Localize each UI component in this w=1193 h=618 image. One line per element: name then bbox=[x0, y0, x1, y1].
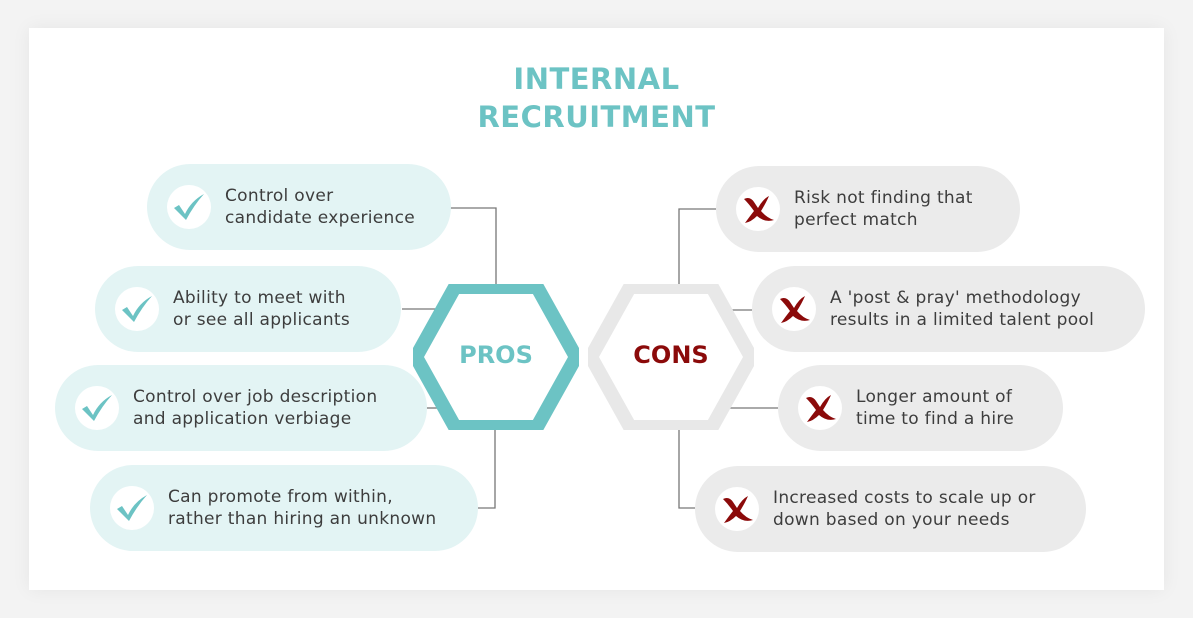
pro-item-text: Can promote from within, rather than hir… bbox=[168, 487, 437, 529]
connector-pro-1 bbox=[450, 207, 497, 286]
pro-item-text: Ability to meet with or see all applican… bbox=[173, 288, 351, 330]
title-line-1: INTERNAL bbox=[513, 62, 680, 96]
checkmark-icon bbox=[75, 386, 119, 430]
checkmark-icon bbox=[167, 185, 211, 229]
x-mark-icon bbox=[715, 487, 759, 531]
con-item: Risk not finding that perfect match bbox=[716, 166, 1020, 252]
con-item-text: Risk not finding that perfect match bbox=[794, 188, 973, 230]
con-item-text: Increased costs to scale up or down base… bbox=[773, 488, 1036, 530]
pros-label: PROS bbox=[459, 341, 533, 369]
con-item: A 'post & pray' methodology results in a… bbox=[752, 266, 1145, 352]
x-mark-icon bbox=[798, 386, 842, 430]
con-item: Increased costs to scale up or down base… bbox=[695, 466, 1086, 552]
checkmark-icon bbox=[115, 287, 159, 331]
cons-hexagon bbox=[588, 284, 754, 430]
pro-item: Ability to meet with or see all applican… bbox=[95, 266, 401, 352]
con-item-text: A 'post & pray' methodology results in a… bbox=[830, 288, 1095, 330]
x-mark-icon bbox=[772, 287, 816, 331]
con-item: Longer amount of time to find a hire bbox=[778, 365, 1063, 451]
pro-item: Control over job description and applica… bbox=[55, 365, 427, 451]
pro-item-text: Control over job description and applica… bbox=[133, 387, 378, 429]
x-mark-icon bbox=[736, 187, 780, 231]
infographic-title: INTERNAL RECRUITMENT bbox=[0, 60, 1193, 136]
pros-hexagon bbox=[413, 284, 579, 430]
connector-con-4 bbox=[678, 428, 695, 509]
pro-item: Can promote from within, rather than hir… bbox=[90, 465, 478, 551]
con-item-text: Longer amount of time to find a hire bbox=[856, 387, 1015, 429]
pro-item-text: Control over candidate experience bbox=[225, 186, 416, 228]
connector-pro-4 bbox=[478, 428, 496, 509]
pro-item: Control over candidate experience bbox=[147, 164, 451, 250]
checkmark-icon bbox=[110, 486, 154, 530]
cons-label: CONS bbox=[633, 341, 709, 369]
title-line-2: RECRUITMENT bbox=[477, 100, 716, 134]
connector-con-1 bbox=[678, 208, 716, 286]
